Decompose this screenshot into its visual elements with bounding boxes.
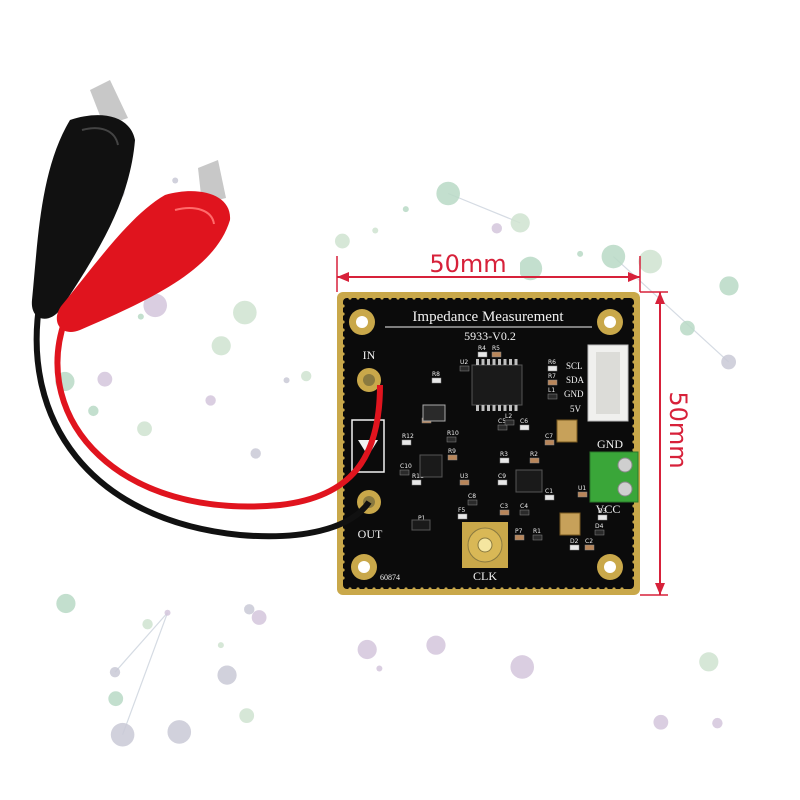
ref-designator: P1 [418,515,426,522]
label-5v: 5V [570,404,582,414]
label-gnd: GND [597,437,623,451]
ref-designator: C10 [400,463,412,470]
ref-designator: C9 [498,473,506,480]
pcb-board: Impedance Measurement 5933-V0.2 IN OUT S… [337,292,640,595]
ref-designator: U1 [578,485,586,492]
ref-designator: C6 [520,418,528,425]
ref-designator: R4 [478,345,486,352]
ref-designator: R1 [533,528,541,535]
board-title: Impedance Measurement [412,309,564,325]
ref-designator: L2 [505,413,512,420]
ref-designator: C3 [500,503,508,510]
ref-designator: D3 [598,508,607,515]
label-scl: SCL [566,361,583,371]
test-leads [31,80,383,540]
ref-designator: D4 [595,523,604,530]
ref-designator: U2 [460,359,468,366]
black-alligator-clip [31,80,135,319]
ref-designator: C4 [520,503,528,510]
width-dimension: 50mm [336,248,641,292]
width-label: 50mm [429,250,506,278]
label-sda: SDA [566,375,585,385]
serial-number: 60874 [380,573,400,582]
height-dimension: 50mm [640,291,692,596]
ref-designator: P7 [515,528,523,535]
ref-designator: C5 [498,418,506,425]
mounting-holes [349,309,623,580]
ref-designator: R9 [448,448,456,455]
label-vcc: VCC [596,502,621,516]
ref-designator: R2 [530,451,538,458]
ref-designator: D2 [570,538,579,545]
ref-designator: R3 [500,451,508,458]
ref-designator: C2 [585,538,593,545]
board-version: 5933-V0.2 [464,329,516,343]
ref-designator: C8 [468,493,476,500]
ref-designator: R12 [402,433,414,440]
ref-designator: L1 [548,387,555,394]
label-clk: CLK [473,569,497,583]
ref-designator: F5 [458,507,465,514]
height-label: 50mm [664,391,692,468]
ref-designator: R8 [432,371,440,378]
ref-designator: C7 [545,433,553,440]
ref-designator: R10 [447,430,459,437]
ref-designator: C1 [545,488,553,495]
ref-designator: U3 [460,473,468,480]
red-alligator-clip [56,160,231,332]
label-in: IN [363,348,376,362]
ref-designator: R11 [412,473,424,480]
ref-designator: R5 [492,345,500,352]
label-gnd-small: GND [564,389,584,399]
ref-designator: R6 [548,359,556,366]
ref-designator: R7 [548,373,556,380]
label-out: OUT [358,527,383,541]
